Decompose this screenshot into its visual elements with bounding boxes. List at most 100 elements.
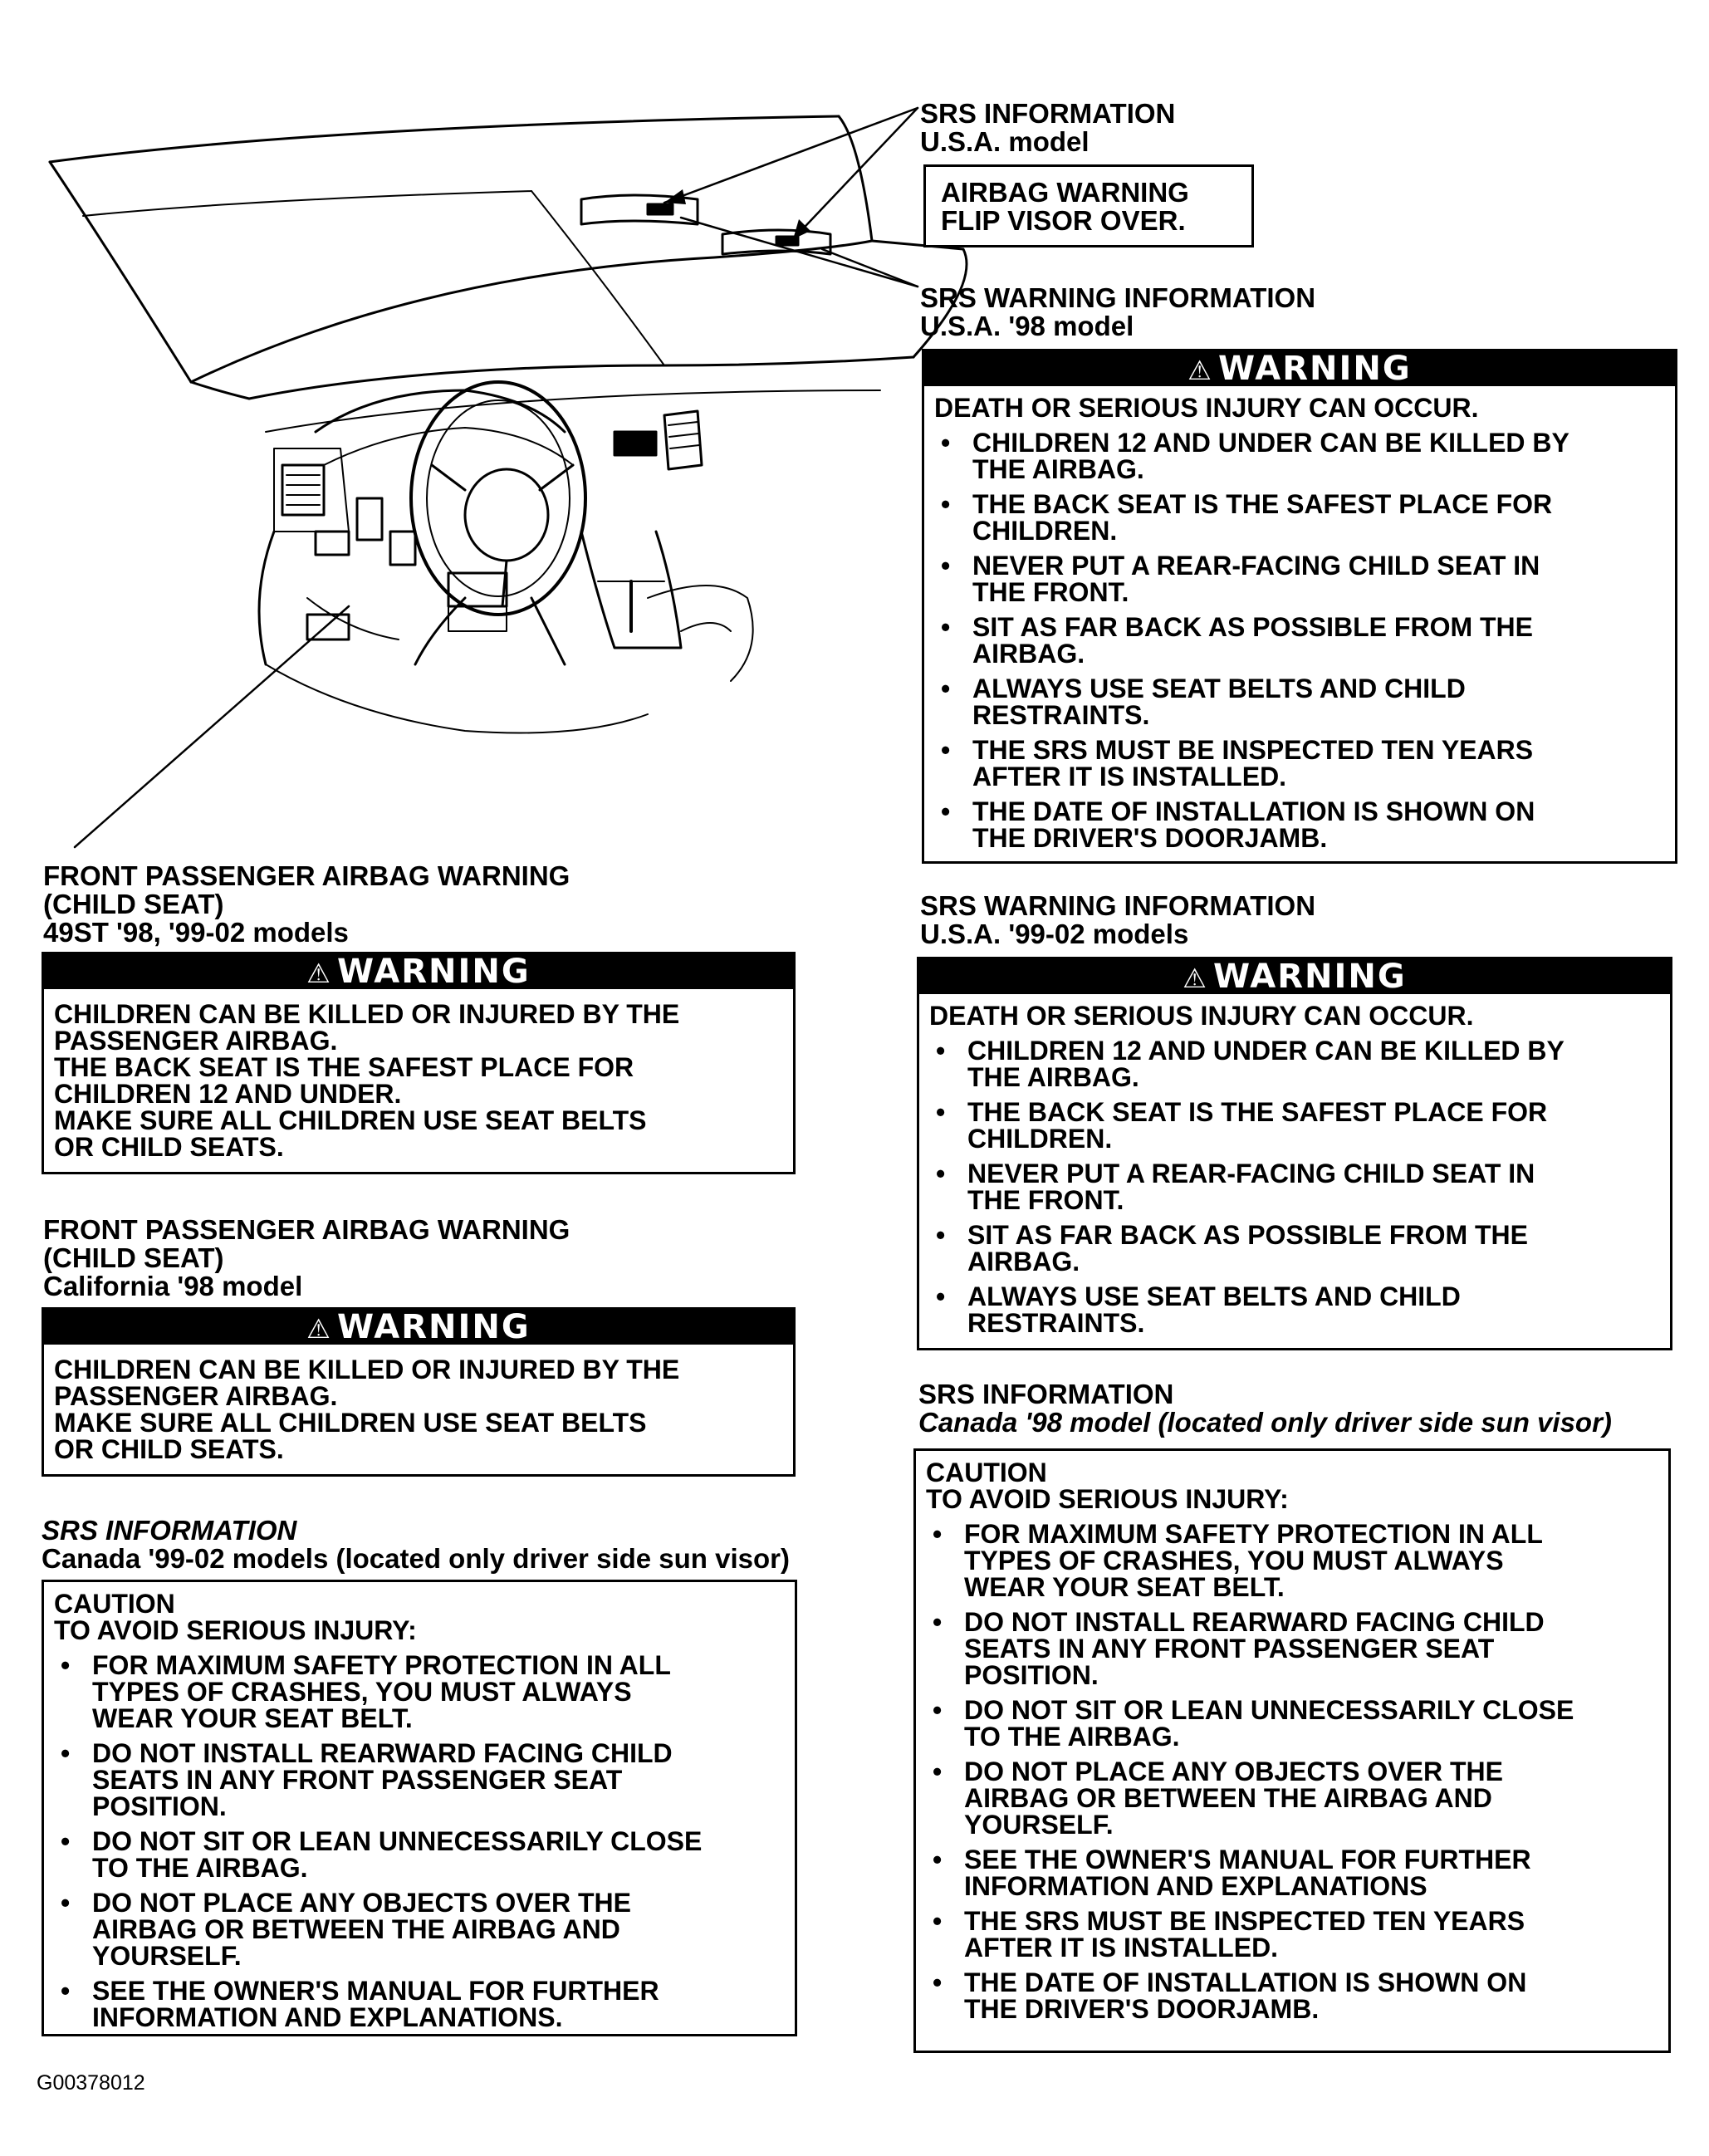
list-item: DO NOT SIT OR LEAN UNNECESSARILY CLOSETO…: [54, 1828, 785, 1881]
item-line: CHILDREN.: [972, 516, 1118, 546]
heading-line: U.S.A. '98 model: [920, 311, 1134, 341]
usa99-warning-box: ⚠WARNING DEATH OR SERIOUS INJURY CAN OCC…: [917, 957, 1672, 1350]
list-item: DO NOT INSTALL REARWARD FACING CHILDSEAT…: [54, 1740, 785, 1820]
item-line: THE SRS MUST BE INSPECTED TEN YEARS: [964, 1906, 1525, 1936]
caution-lead: TO AVOID SERIOUS INJURY:: [54, 1615, 417, 1645]
fp49-warning-box: ⚠WARNING CHILDREN CAN BE KILLED OR INJUR…: [42, 952, 796, 1174]
warning-body: DEATH OR SERIOUS INJURY CAN OCCUR. CHILD…: [924, 386, 1675, 858]
can99-caution-box: CAUTION TO AVOID SERIOUS INJURY: FOR MAX…: [42, 1580, 797, 2036]
warning-triangle-icon: ⚠: [1187, 355, 1213, 386]
heading-line: SRS INFORMATION: [920, 98, 1176, 129]
item-line: THE AIRBAG.: [972, 454, 1144, 484]
item-line: AFTER IT IS INSTALLED.: [972, 762, 1287, 791]
item-line: NEVER PUT A REAR-FACING CHILD SEAT IN: [967, 1159, 1535, 1188]
warning-bar: ⚠WARNING: [924, 351, 1675, 386]
heading-line: (CHILD SEAT): [43, 1242, 224, 1273]
warning-body: CHILDREN CAN BE KILLED OR INJURED BY THE…: [44, 1345, 793, 1469]
figure-code: G00378012: [37, 2071, 145, 2095]
item-line: AFTER IT IS INSTALLED.: [964, 1933, 1279, 1962]
list-item: THE BACK SEAT IS THE SAFEST PLACE FORCHI…: [929, 1099, 1660, 1152]
item-line: THE FRONT.: [967, 1185, 1124, 1215]
list-item: FOR MAXIMUM SAFETY PROTECTION IN ALLTYPE…: [54, 1652, 785, 1732]
item-line: YOURSELF.: [92, 1941, 242, 1971]
fp49-heading: FRONT PASSENGER AIRBAG WARNING (CHILD SE…: [43, 862, 570, 947]
heading-line: California '98 model: [43, 1271, 303, 1301]
caution-lead: TO AVOID SERIOUS INJURY:: [926, 1484, 1289, 1514]
heading-line: 49ST '98, '99-02 models: [43, 917, 349, 948]
flip-visor-box: AIRBAG WARNING FLIP VISOR OVER.: [923, 164, 1254, 247]
item-line: SEATS IN ANY FRONT PASSENGER SEAT: [964, 1634, 1495, 1664]
item-line: THE DATE OF INSTALLATION IS SHOWN ON: [972, 796, 1535, 826]
list-item: NEVER PUT A REAR-FACING CHILD SEAT INTHE…: [929, 1160, 1660, 1213]
list-item: DO NOT PLACE ANY OBJECTS OVER THEAIRBAG …: [926, 1758, 1658, 1838]
warning-label: WARNING: [1212, 958, 1407, 996]
list-item: DO NOT SIT OR LEAN UNNECESSARILY CLOSETO…: [926, 1697, 1658, 1750]
warning-body: DEATH OR SERIOUS INJURY CAN OCCUR. CHILD…: [919, 994, 1670, 1343]
warning-triangle-icon: ⚠: [1183, 963, 1208, 994]
item-line: SEE THE OWNER'S MANUAL FOR FURTHER: [964, 1845, 1531, 1874]
item-line: RESTRAINTS.: [972, 700, 1150, 730]
list-item: CHILDREN 12 AND UNDER CAN BE KILLED BYTH…: [934, 429, 1665, 483]
heading-line: SRS INFORMATION: [42, 1515, 297, 1546]
box-line: MAKE SURE ALL CHILDREN USE SEAT BELTS: [54, 1408, 647, 1438]
item-line: ALWAYS USE SEAT BELTS AND CHILD: [972, 674, 1466, 703]
caution-body: CAUTION TO AVOID SERIOUS INJURY: FOR MAX…: [44, 1582, 795, 2037]
item-line: ALWAYS USE SEAT BELTS AND CHILD: [967, 1281, 1461, 1311]
item-line: NEVER PUT A REAR-FACING CHILD SEAT IN: [972, 551, 1540, 581]
item-line: DO NOT SIT OR LEAN UNNECESSARILY CLOSE: [92, 1826, 703, 1856]
item-line: CHILDREN 12 AND UNDER CAN BE KILLED BY: [967, 1036, 1565, 1066]
list-item: CHILDREN 12 AND UNDER CAN BE KILLED BYTH…: [929, 1037, 1660, 1090]
usa99-heading: SRS WARNING INFORMATION U.S.A. '99-02 mo…: [920, 892, 1315, 948]
list-item: SIT AS FAR BACK AS POSSIBLE FROM THEAIRB…: [934, 614, 1665, 667]
usa98-heading: SRS WARNING INFORMATION U.S.A. '98 model: [920, 284, 1315, 341]
item-line: SIT AS FAR BACK AS POSSIBLE FROM THE: [972, 612, 1533, 642]
heading-line: U.S.A. '99-02 models: [920, 919, 1189, 949]
can99-heading: SRS INFORMATION Canada '99-02 models (lo…: [42, 1517, 790, 1573]
heading-line: SRS INFORMATION: [918, 1379, 1174, 1409]
item-line: AIRBAG OR BETWEEN THE AIRBAG AND: [92, 1914, 620, 1944]
warning-lead: DEATH OR SERIOUS INJURY CAN OCCUR.: [929, 1001, 1474, 1031]
item-line: TO THE AIRBAG.: [964, 1722, 1180, 1752]
box-line: CHILDREN 12 AND UNDER.: [54, 1079, 402, 1109]
list-item: SEE THE OWNER'S MANUAL FOR FURTHERINFORM…: [926, 1846, 1658, 1899]
item-line: DO NOT PLACE ANY OBJECTS OVER THE: [964, 1757, 1503, 1786]
box-line: THE BACK SEAT IS THE SAFEST PLACE FOR: [54, 1052, 634, 1082]
heading-line: FRONT PASSENGER AIRBAG WARNING: [43, 1214, 570, 1245]
list-item: NEVER PUT A REAR-FACING CHILD SEAT INTHE…: [934, 552, 1665, 605]
warning-body: CHILDREN CAN BE KILLED OR INJURED BY THE…: [44, 989, 793, 1167]
item-line: WEAR YOUR SEAT BELT.: [964, 1572, 1285, 1602]
dashboard-illustration: [48, 106, 968, 849]
list-item: THE SRS MUST BE INSPECTED TEN YEARSAFTER…: [926, 1908, 1658, 1961]
heading-line: (CHILD SEAT): [43, 889, 224, 919]
item-line: THE BACK SEAT IS THE SAFEST PLACE FOR: [967, 1097, 1548, 1127]
fpca-warning-box: ⚠WARNING CHILDREN CAN BE KILLED OR INJUR…: [42, 1307, 796, 1477]
item-line: WEAR YOUR SEAT BELT.: [92, 1703, 413, 1733]
list-item: SEE THE OWNER'S MANUAL FOR FURTHERINFORM…: [54, 1977, 785, 2031]
item-line: DO NOT SIT OR LEAN UNNECESSARILY CLOSE: [964, 1695, 1574, 1725]
list-item: THE SRS MUST BE INSPECTED TEN YEARSAFTER…: [934, 737, 1665, 790]
box-line: CHILDREN CAN BE KILLED OR INJURED BY THE: [54, 999, 680, 1029]
list-item: DO NOT INSTALL REARWARD FACING CHILDSEAT…: [926, 1609, 1658, 1688]
box-line: PASSENGER AIRBAG.: [54, 1381, 338, 1411]
box-line: OR CHILD SEATS.: [54, 1132, 284, 1162]
warning-list: CHILDREN 12 AND UNDER CAN BE KILLED BYTH…: [934, 429, 1665, 851]
list-item: DO NOT PLACE ANY OBJECTS OVER THEAIRBAG …: [54, 1889, 785, 1969]
caution-list: FOR MAXIMUM SAFETY PROTECTION IN ALLTYPE…: [54, 1652, 785, 2031]
warning-list: CHILDREN 12 AND UNDER CAN BE KILLED BY TH…: [929, 1037, 1660, 1336]
caution-label: CAUTION: [54, 1589, 175, 1619]
item-line: TYPES OF CRASHES, YOU MUST ALWAYS: [92, 1677, 632, 1707]
list-item: SIT AS FAR BACK AS POSSIBLE FROM THEAIRB…: [929, 1222, 1660, 1275]
usa-info-heading: SRS INFORMATION U.S.A. model: [920, 100, 1175, 156]
item-line: DO NOT INSTALL REARWARD FACING CHILD: [964, 1607, 1545, 1637]
item-line: YOURSELF.: [964, 1810, 1114, 1840]
item-line: THE FRONT.: [972, 577, 1129, 607]
item-line: INFORMATION AND EXPLANATIONS.: [92, 2002, 563, 2032]
caution-body: CAUTION TO AVOID SERIOUS INJURY: FOR MAX…: [916, 1451, 1668, 2029]
warning-bar: ⚠WARNING: [44, 1310, 793, 1345]
box-line: CHILDREN CAN BE KILLED OR INJURED BY THE: [54, 1355, 680, 1384]
warning-bar: ⚠WARNING: [44, 954, 793, 989]
item-line: POSITION.: [964, 1660, 1099, 1690]
item-line: AIRBAG.: [972, 639, 1085, 669]
item-line: DO NOT PLACE ANY OBJECTS OVER THE: [92, 1888, 631, 1918]
item-line: SEATS IN ANY FRONT PASSENGER SEAT: [92, 1765, 623, 1795]
